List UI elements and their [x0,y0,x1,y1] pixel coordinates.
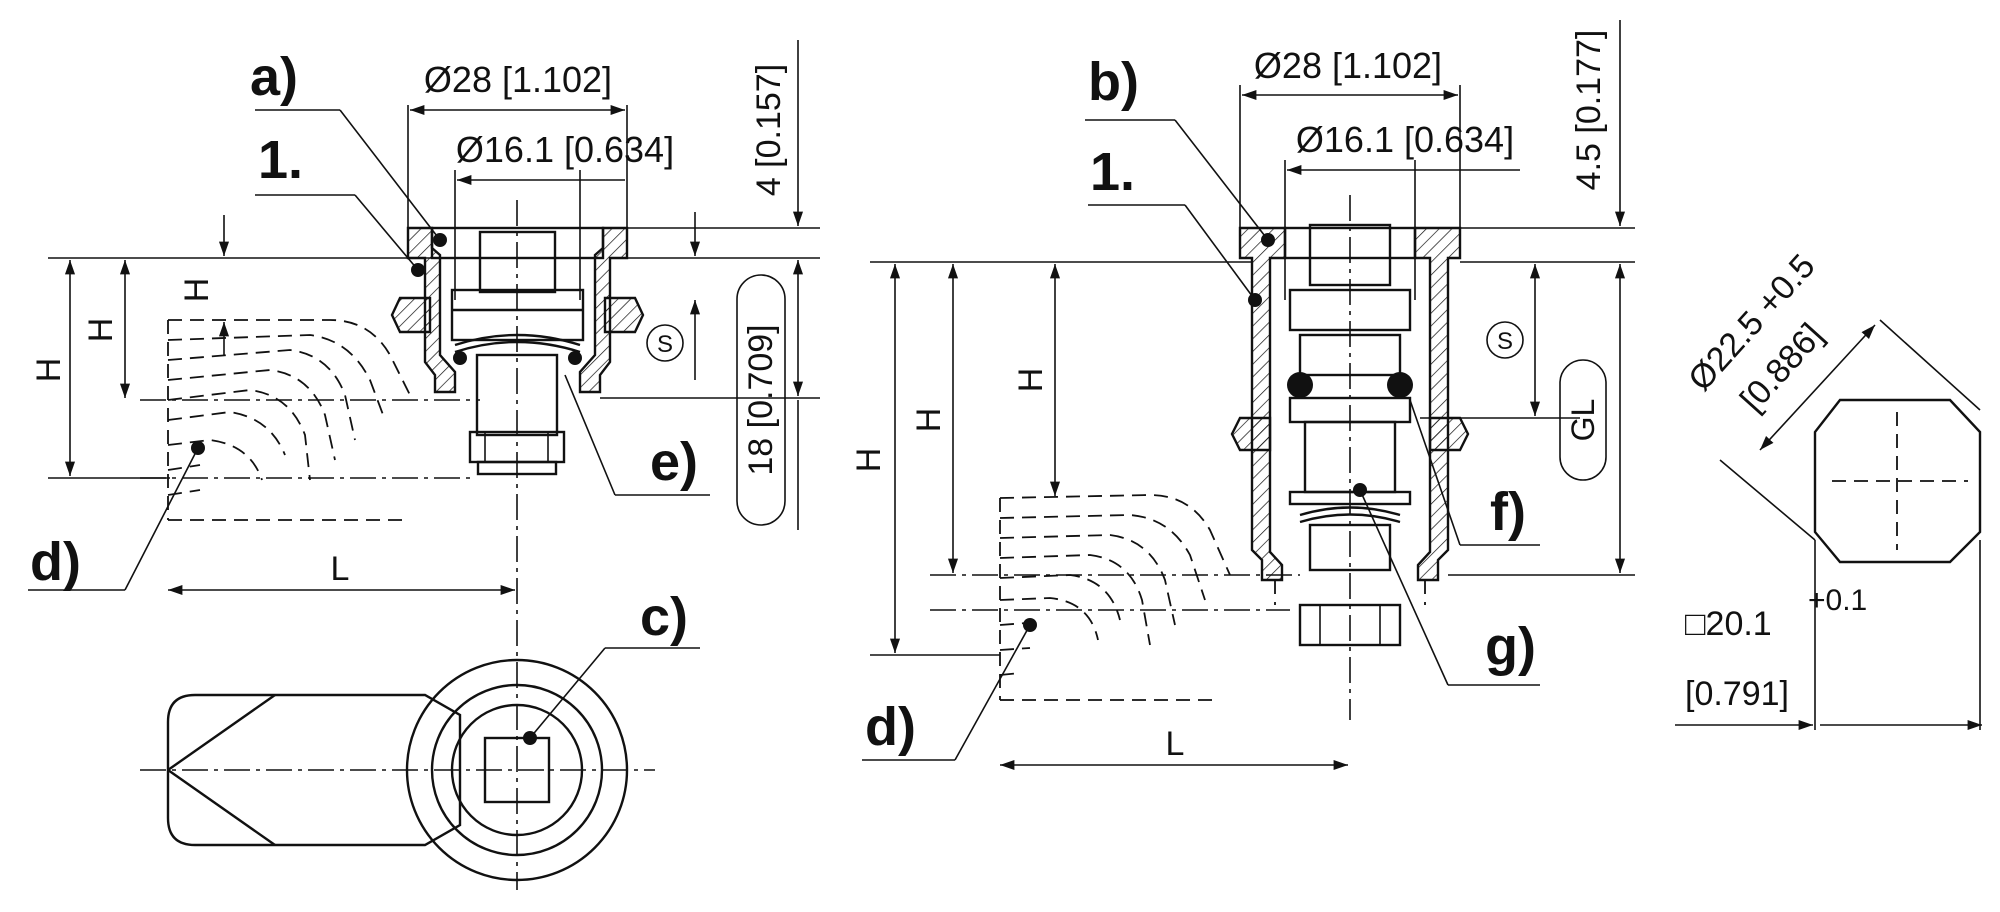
left-plan-outer-ring [405,658,629,882]
cutout-square-dim: □20.1 [1685,605,1772,643]
right-label-g: g) [1485,617,1536,677]
left-s-dim: S [657,331,673,358]
left-label-a: a) [250,47,298,107]
right-label-f: f) [1490,482,1526,542]
right-h-dim-2: H [910,408,948,433]
cutout-view: Ø22.5 +0.5 [0.886] □20.1 +0.1 [0.791] [1675,247,1982,731]
left-l-dim: L [331,550,350,588]
left-label-d: d) [30,532,81,592]
right-h-dim-1: H [850,448,888,473]
right-label-b: b) [1088,52,1139,112]
left-h-dim-2: H [82,318,120,343]
right-gl-dim: GL [1565,399,1601,442]
left-top-dim: 4 [0.157] [750,64,788,196]
left-side-dim: 18 [0.709] [742,324,780,475]
cutout-octagon [1813,398,1982,564]
left-nut-right [603,296,645,334]
left-label-e: e) [650,432,698,492]
right-label-1: 1. [1090,142,1135,202]
cutout-square-inch-dim: [0.791] [1685,675,1789,713]
left-plan-tongue [166,693,462,847]
right-l-dim: L [1166,725,1185,763]
left-label-1: 1. [258,130,303,190]
right-inner-dia-dim: Ø16.1 [0.634] [1296,119,1514,160]
left-outer-dia-dim: Ø28 [1.102] [424,59,612,100]
right-view: H H H L Ø28 [1.102] Ø16.1 [0.634] 4.5 [0… [850,20,1635,771]
cutout-square-tol: +0.1 [1808,584,1867,617]
right-top-dim: 4.5 [0.177] [1570,30,1608,191]
left-nut-left [390,296,432,334]
right-s-dim: S [1497,328,1513,355]
right-outer-dia-dim: Ø28 [1.102] [1254,45,1442,86]
right-h-dim-3: H [1012,368,1050,393]
right-label-d: d) [865,697,916,757]
left-label-c: c) [640,587,688,647]
left-h-dim-1: H [30,358,68,383]
left-h-dim-3: H [178,278,216,303]
left-view: H H H L Ø28 [1.102] Ø16.1 [0.634] 4 [0.1… [28,40,820,890]
left-inner-dia-dim: Ø16.1 [0.634] [456,129,674,170]
